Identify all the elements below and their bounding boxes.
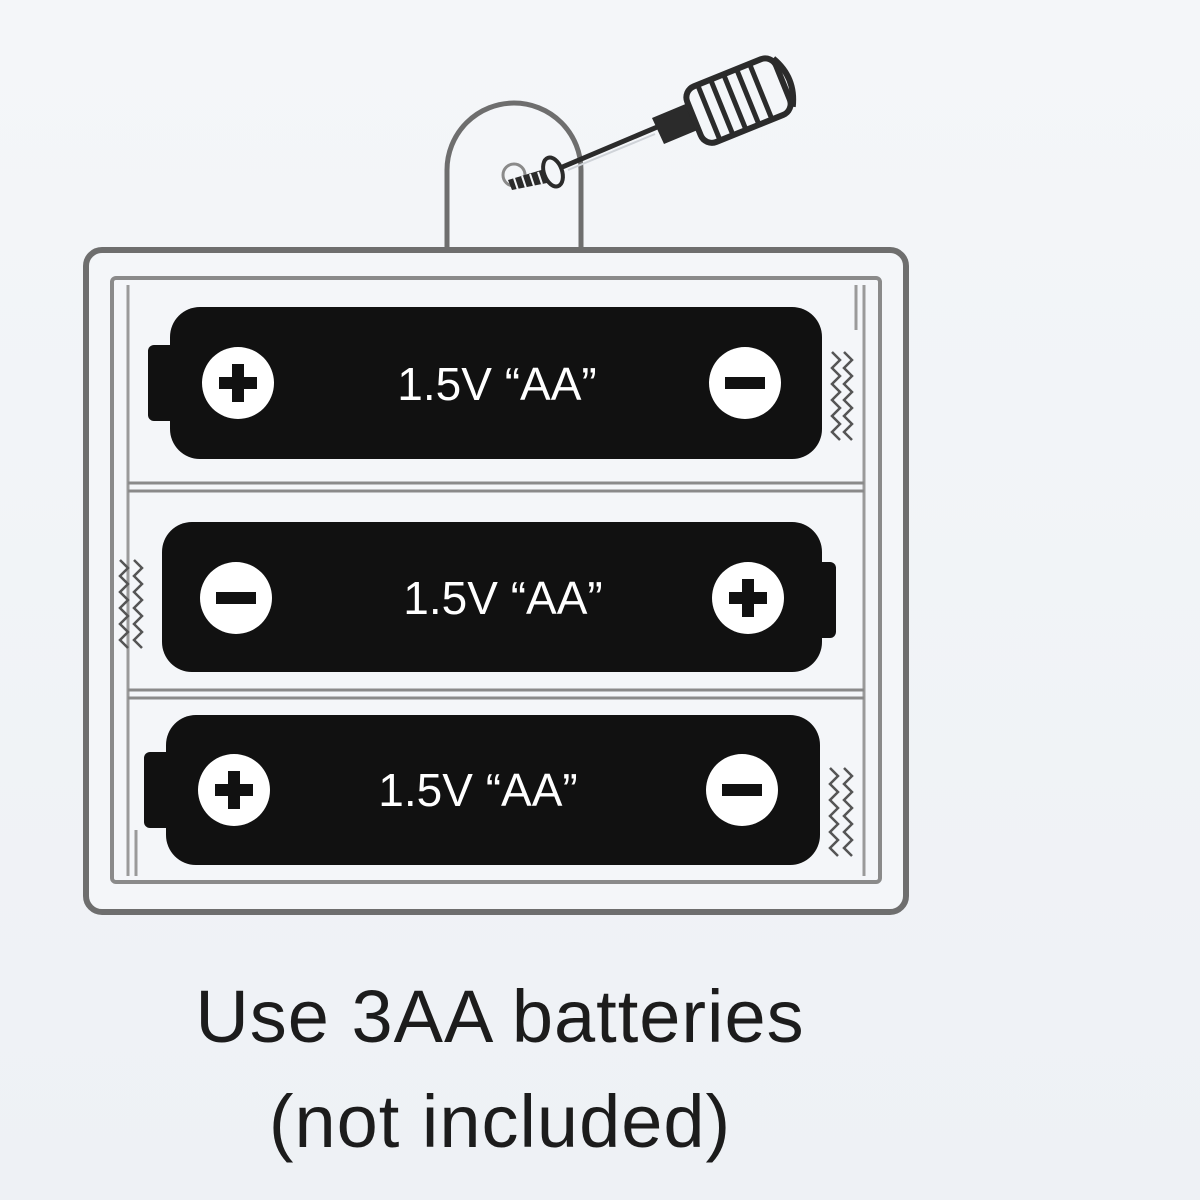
plus-icon bbox=[202, 347, 274, 419]
minus-icon bbox=[200, 562, 272, 634]
screwdriver-icon bbox=[559, 55, 797, 171]
compartment-dividers bbox=[128, 481, 864, 700]
battery-1: 1.5V “AA” bbox=[148, 307, 822, 459]
minus-icon bbox=[706, 754, 778, 826]
plus-icon bbox=[712, 562, 784, 634]
spring-icon bbox=[118, 559, 144, 649]
plus-icon bbox=[198, 754, 270, 826]
minus-icon bbox=[709, 347, 781, 419]
battery-2-label: 1.5V “AA” bbox=[403, 572, 602, 624]
spring-icon bbox=[830, 351, 854, 441]
battery-1-label: 1.5V “AA” bbox=[397, 358, 596, 410]
compartment-inner-frame bbox=[110, 276, 882, 884]
spring-icon bbox=[828, 767, 854, 857]
caption-line-1: Use 3AA batteries bbox=[195, 975, 805, 1058]
battery-2: 1.5V “AA” bbox=[162, 522, 836, 672]
compartment-rails bbox=[126, 285, 866, 876]
battery-3-label: 1.5V “AA” bbox=[378, 764, 577, 816]
caption-line-2: (not included) bbox=[268, 1080, 732, 1163]
battery-3: 1.5V “AA” bbox=[144, 715, 820, 865]
